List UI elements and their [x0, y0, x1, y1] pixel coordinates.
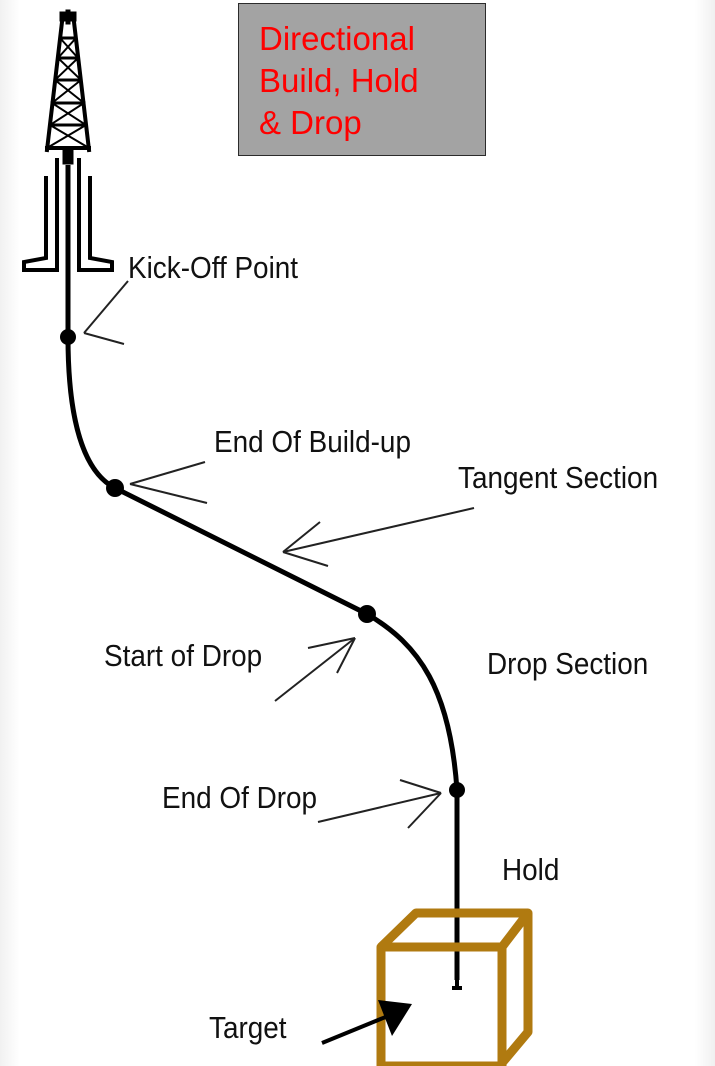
hold-label: Hold [502, 852, 560, 887]
end-of-drop-marker [449, 782, 465, 798]
well-path [65, 165, 460, 980]
kick-off-point-label: Kick-Off Point [128, 250, 299, 285]
drilling-rig-icon [22, 9, 114, 272]
end-of-drop-arrow [317, 779, 442, 829]
title-box: Directional Build, Hold & Drop [238, 3, 486, 156]
end-of-drop-label: End Of Drop [162, 780, 318, 815]
label-arrows [83, 280, 475, 829]
target-label: Target [209, 1010, 287, 1045]
title-line-3: & Drop [259, 104, 362, 141]
drop-section-label: Drop Section [487, 646, 649, 681]
start-of-drop-marker [358, 605, 376, 623]
end-of-build-up-arrow [129, 461, 208, 504]
tangent-section-arrow [282, 507, 475, 567]
end-of-build-up-label: End Of Build-up [214, 424, 411, 459]
start-of-drop-label: Start of Drop [104, 638, 263, 673]
end-of-build-up-marker [106, 479, 124, 497]
title-line-2: Build, Hold [259, 62, 419, 99]
target-point [452, 980, 462, 990]
kick-off-point-marker [60, 329, 76, 345]
start-of-drop-arrow [274, 637, 356, 702]
title-line-1: Directional [259, 20, 415, 57]
kick-off-arrow [83, 280, 129, 345]
target-arrow [321, 1000, 412, 1045]
tangent-section-label: Tangent Section [458, 460, 659, 495]
